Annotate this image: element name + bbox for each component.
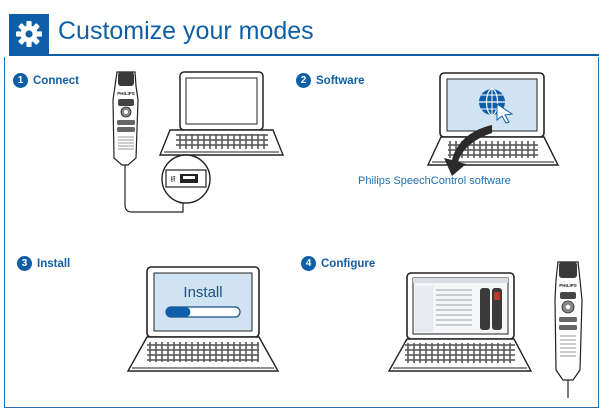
step-number-badge: 2 — [296, 73, 311, 88]
usb-icon: ⭿ — [170, 175, 175, 184]
page-title: Customize your modes — [58, 17, 314, 45]
step-label: Install — [37, 257, 71, 270]
step-number-badge: 1 — [13, 73, 28, 88]
connect-laptop — [158, 71, 285, 156]
header-divider — [9, 54, 599, 56]
configure-microphone: PHILIPS — [554, 261, 583, 398]
download-arrow-icon — [444, 125, 492, 176]
step-label: Software — [316, 74, 365, 87]
configure-laptop — [387, 272, 533, 372]
software-laptop — [426, 72, 560, 166]
device-brand-text: PHILIPS — [117, 91, 135, 96]
header-badge — [9, 14, 49, 54]
device-brand-text: PHILIPS — [559, 283, 577, 288]
gear-icon — [16, 21, 42, 47]
software-caption: Philips SpeechControl software — [358, 175, 511, 187]
step-install: 3 Install — [17, 256, 70, 271]
step-label: Configure — [321, 257, 376, 270]
step-connect: 1 Connect — [13, 73, 79, 88]
step-configure: 4 Configure — [301, 256, 375, 271]
step-number-badge: 3 — [17, 256, 32, 271]
step-number-badge: 4 — [301, 256, 316, 271]
globe-cursor-icon — [479, 88, 514, 124]
step-label: Connect — [33, 74, 79, 87]
connect-microphone: PHILIPS — [112, 71, 188, 213]
content-frame — [4, 57, 599, 408]
install-progress-fill — [166, 307, 191, 317]
step-software: 2 Software — [296, 73, 365, 88]
install-screen-text: Install — [183, 284, 223, 301]
usb-port-zoom: ⭿ — [161, 154, 211, 204]
install-laptop — [126, 266, 280, 372]
